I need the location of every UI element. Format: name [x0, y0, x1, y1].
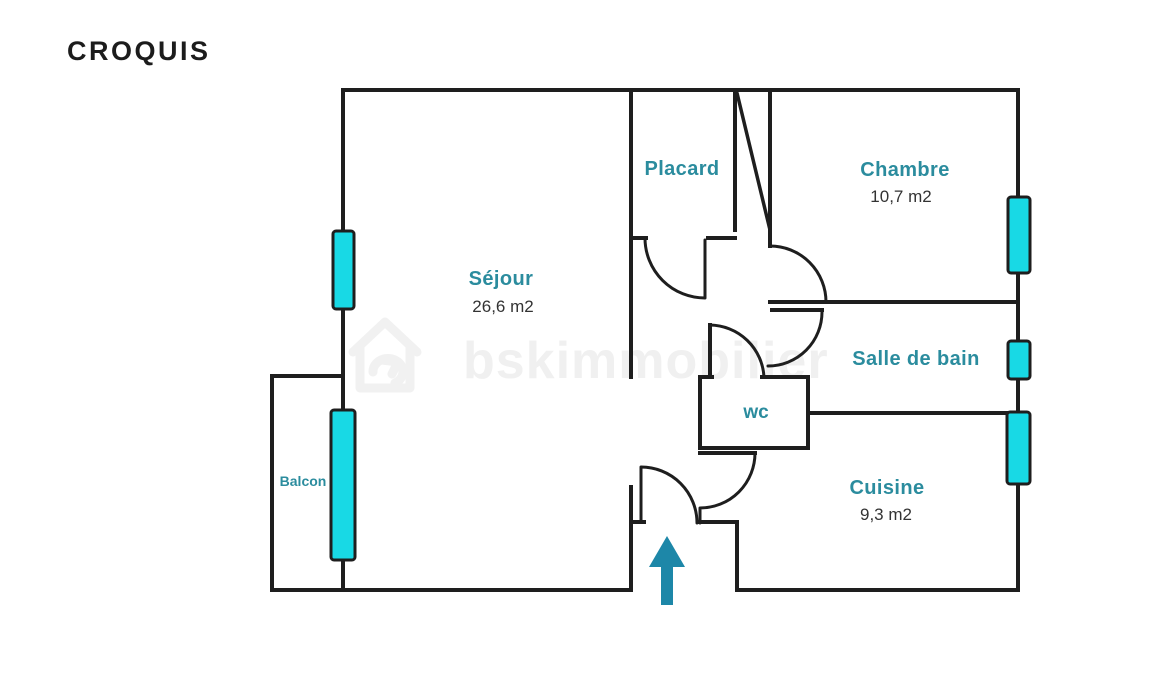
- room-label-sejour: Séjour: [469, 268, 534, 290]
- room-area-chambre: 10,7 m2: [870, 187, 931, 206]
- balcony-door-window: [329, 408, 357, 562]
- room-label-placard: Placard: [644, 158, 719, 180]
- page-title: CROQUIS: [67, 36, 211, 66]
- room-label-cuisine: Cuisine: [849, 477, 924, 499]
- placard-door-swing: [643, 236, 707, 300]
- chambre-door-leaf: [735, 91, 772, 232]
- room-label-chambre: Chambre: [860, 159, 950, 181]
- wc-door-swing: [708, 323, 766, 379]
- room-label-balcon: Balcon: [280, 473, 327, 489]
- watermark: bskimmobilier: [348, 317, 829, 393]
- outer-walls: [270, 88, 1020, 592]
- room-label-salle-de-bain: Salle de bain: [852, 348, 979, 370]
- room-area-sejour: 26,6 m2: [472, 297, 533, 316]
- salle-de-bain-door-swing: [768, 244, 828, 304]
- hall-door-swing: [766, 310, 824, 368]
- room-label-wc: wc: [742, 402, 769, 423]
- house-arrow-logo-icon: [348, 317, 422, 393]
- entrance-door-swing: [639, 465, 699, 525]
- sejour-window: [331, 229, 356, 311]
- watermark-brand-text: bskimmobilier: [463, 332, 829, 390]
- room-area-cuisine: 9,3 m2: [860, 505, 912, 524]
- chambre-window: [1006, 195, 1032, 275]
- entrance-arrow-icon: [649, 536, 685, 605]
- salle-de-bain-window: [1006, 339, 1032, 381]
- cuisine-window: [1005, 410, 1032, 486]
- interior-walls: [629, 88, 1020, 455]
- cuisine-door-swing: [698, 451, 757, 525]
